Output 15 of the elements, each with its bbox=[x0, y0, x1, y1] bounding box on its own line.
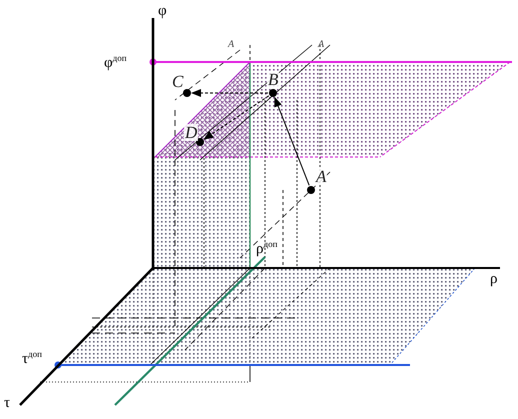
point-label: D bbox=[184, 124, 198, 141]
point-label: A bbox=[318, 40, 324, 50]
point-label: A bbox=[315, 168, 328, 185]
point-label: A bbox=[228, 40, 234, 50]
arrow bbox=[274, 96, 310, 186]
point-label: B bbox=[267, 71, 280, 88]
arrow bbox=[191, 89, 268, 97]
axis-label: φ bbox=[158, 4, 167, 19]
axis-label: τ bbox=[4, 396, 10, 411]
level-label: ρ$^{доп}$ bbox=[256, 240, 278, 257]
axis-label: ρ bbox=[490, 272, 498, 287]
point-label: C bbox=[171, 73, 184, 90]
level-label: φ$^{доп}$ bbox=[104, 54, 127, 71]
arrow bbox=[203, 95, 270, 140]
level-label: τ$^{доп}$ bbox=[22, 350, 42, 367]
